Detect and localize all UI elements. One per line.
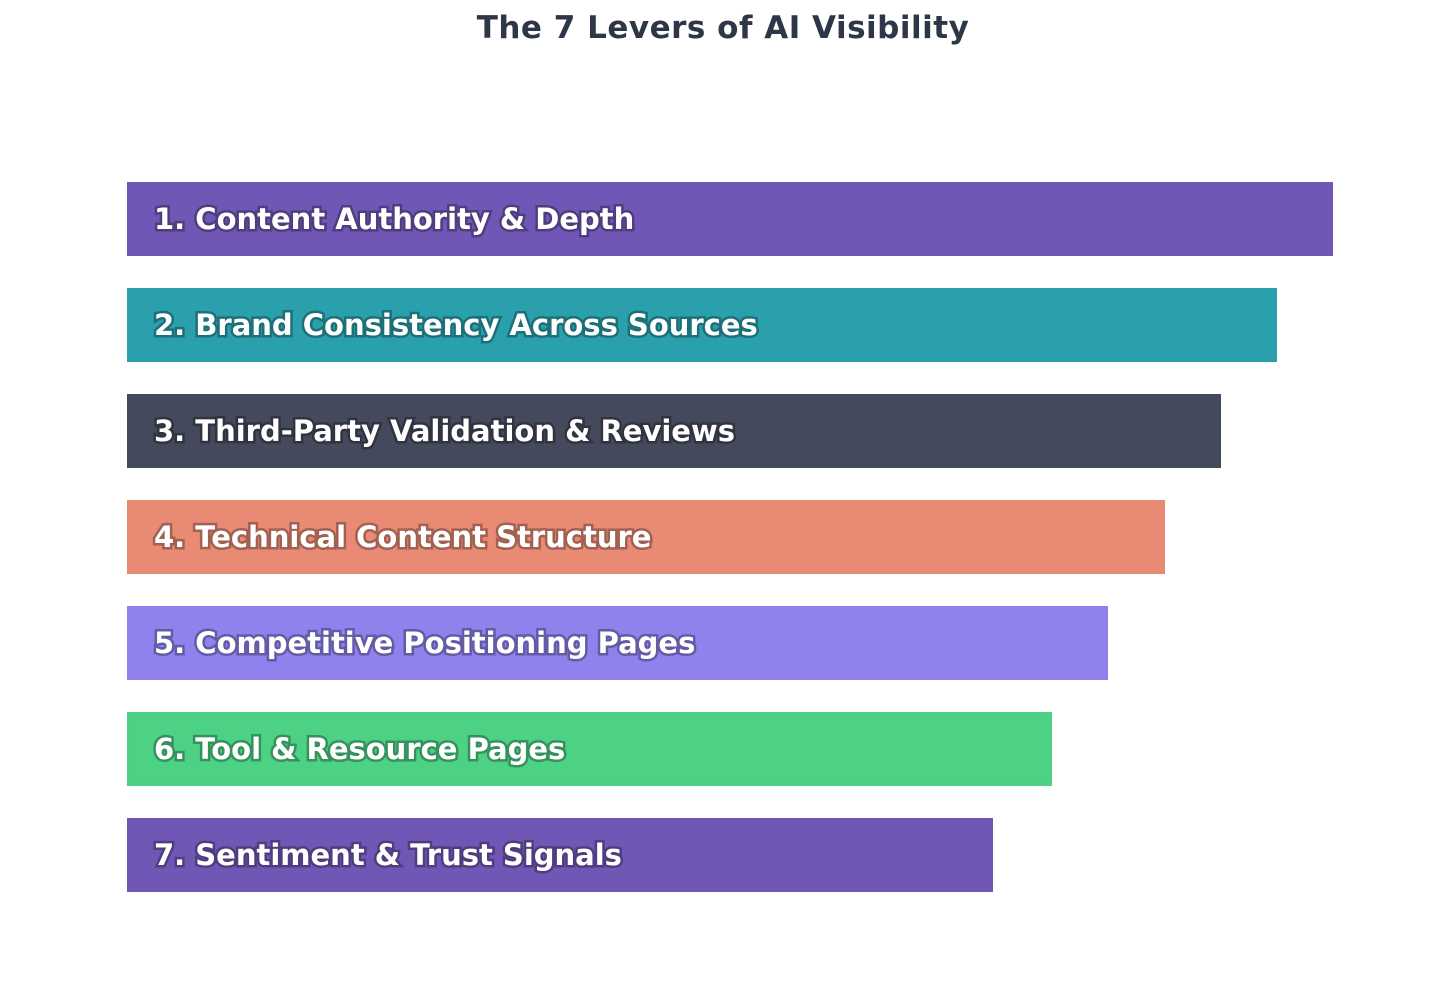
chart-title: The 7 Levers of AI Visibility (476, 10, 970, 46)
bar: 3. Third-Party Validation & Reviews (127, 394, 1221, 468)
bar: 6. Tool & Resource Pages (127, 712, 1052, 786)
bar: 4. Technical Content Structure (127, 500, 1165, 574)
bar-label: 5. Competitive Positioning Pages (151, 624, 697, 663)
bar-label: 4. Technical Content Structure (151, 518, 653, 557)
bar-label: 6. Tool & Resource Pages (151, 730, 567, 769)
bar: 5. Competitive Positioning Pages (127, 606, 1108, 680)
bar-label: 3. Third-Party Validation & Reviews (151, 412, 737, 451)
bar: 7. Sentiment & Trust Signals (127, 818, 993, 892)
bar-label: 2. Brand Consistency Across Sources (152, 306, 761, 345)
bar: 2. Brand Consistency Across Sources (127, 288, 1277, 362)
bar-label: 7. Sentiment & Trust Signals (152, 836, 625, 875)
bar-label: 1. Content Authority & Depth (151, 200, 636, 239)
bar: 1. Content Authority & Depth (127, 182, 1333, 256)
